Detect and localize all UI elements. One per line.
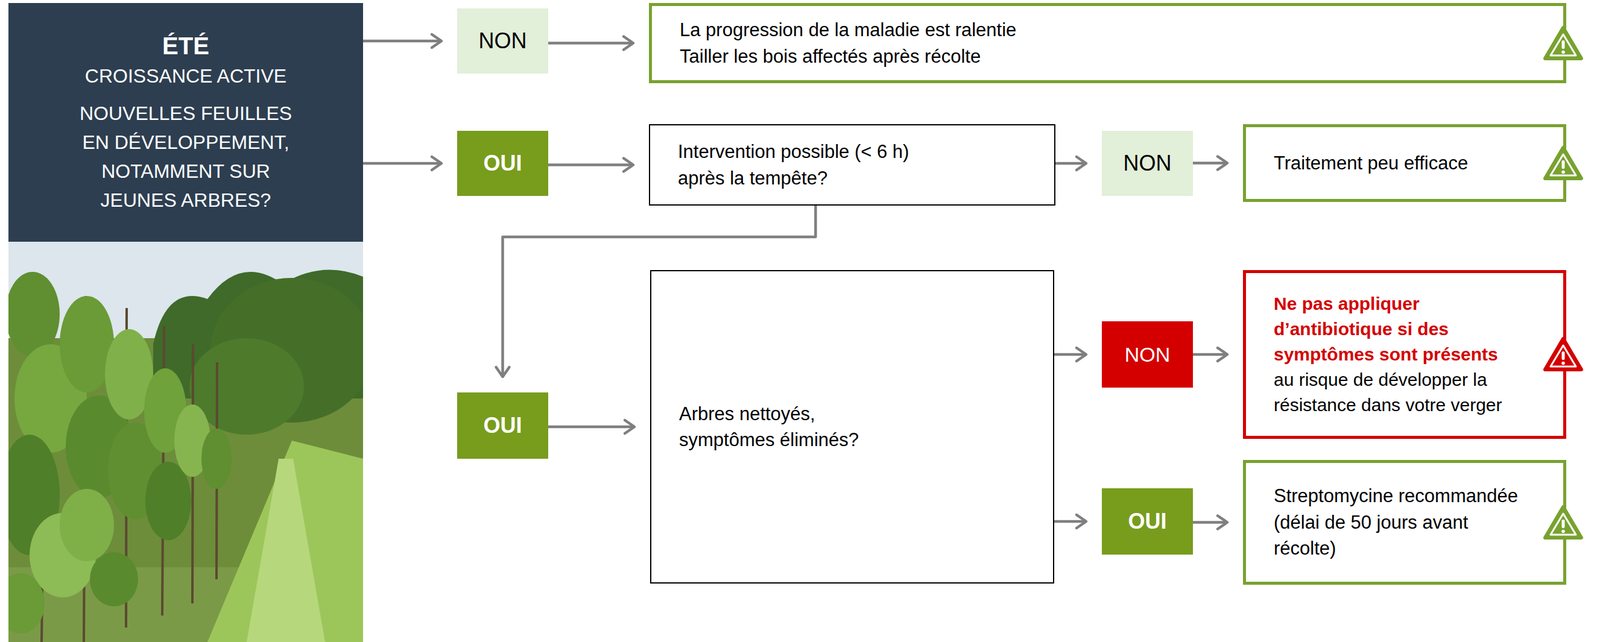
flow-arrow bbox=[363, 39, 442, 43]
alert-box: Ne pas appliquer d’antibiotique si des s… bbox=[1242, 270, 1567, 440]
warning-icon bbox=[1542, 336, 1584, 373]
node-text: Streptomycine recommandée (délai de 50 j… bbox=[1273, 483, 1528, 562]
decision-box: Intervention possible (< 6 h) après la t… bbox=[648, 124, 1056, 206]
text-group: OUI bbox=[1127, 509, 1167, 535]
node-text: OUI bbox=[483, 413, 522, 439]
node-text: OUI bbox=[1127, 509, 1167, 535]
node-text: NOUVELLES FEUILLES EN DÉVELOPPEMENT, NOT… bbox=[71, 98, 301, 215]
node-text: NON bbox=[478, 28, 528, 54]
text-group: Arbres nettoyés, symptômes éliminés? bbox=[679, 401, 897, 454]
flow-arrow bbox=[548, 425, 635, 429]
node-text: OUI bbox=[483, 150, 522, 177]
answer-no: NON bbox=[457, 8, 549, 74]
flow-arrow bbox=[1192, 353, 1228, 357]
photo-background bbox=[8, 241, 364, 642]
text-group: Intervention possible (< 6 h) après la t… bbox=[677, 138, 932, 192]
outcome-box: La progression de la maladie est ralenti… bbox=[648, 3, 1567, 84]
outcome-box: Traitement peu efficace bbox=[1242, 124, 1567, 203]
warning-icon bbox=[1542, 504, 1584, 541]
answer-no: NON bbox=[1101, 130, 1193, 197]
node-text: La progression de la maladie est ralenti… bbox=[679, 16, 1537, 43]
node-text: Arbres nettoyés, symptômes éliminés? bbox=[679, 401, 897, 454]
node-text: NON bbox=[1123, 150, 1172, 177]
orchard-photo bbox=[8, 241, 364, 642]
node-text: Intervention possible (< 6 h) après la t… bbox=[677, 138, 932, 192]
warning-icon bbox=[1542, 25, 1584, 62]
text-group: Traitement peu efficace bbox=[1273, 150, 1537, 177]
answer-yes: OUI bbox=[457, 130, 549, 197]
text-group: NON bbox=[1124, 343, 1171, 367]
flow-arrow bbox=[548, 41, 634, 45]
foliage bbox=[8, 271, 232, 634]
text-group: ÉTÉCROISSANCE ACTIVE NOUVELLES FEUILLES E… bbox=[71, 30, 301, 215]
node-text: Ne pas appliquer d’antibiotique si des s… bbox=[1273, 291, 1537, 368]
text-group: Ne pas appliquer d’antibiotique si des s… bbox=[1273, 291, 1537, 418]
text-group: NON bbox=[478, 28, 528, 54]
text-group: OUI bbox=[483, 413, 522, 439]
answer-yes: OUI bbox=[1101, 488, 1193, 555]
node-text: ÉTÉ bbox=[71, 30, 301, 62]
flow-arrow bbox=[1192, 161, 1228, 165]
flow-arrow bbox=[1054, 520, 1087, 524]
flow-arrow bbox=[363, 162, 442, 166]
flow-arrow bbox=[1055, 162, 1087, 166]
flow-arrow bbox=[1054, 353, 1087, 357]
answer-no-alert: NON bbox=[1101, 321, 1193, 388]
text-group: NON bbox=[1123, 150, 1172, 177]
node-text: Traitement peu efficace bbox=[1273, 150, 1537, 177]
decision-box: Arbres nettoyés, symptômes éliminés? bbox=[650, 270, 1055, 584]
text-group: OUI bbox=[483, 150, 522, 177]
node-text: CROISSANCE ACTIVE bbox=[71, 61, 301, 91]
warning-icon bbox=[1542, 145, 1584, 182]
text-group: La progression de la maladie est ralenti… bbox=[679, 16, 1537, 70]
outcome-box: Streptomycine recommandée (délai de 50 j… bbox=[1242, 460, 1567, 585]
node-text: au risque de développer la résistance da… bbox=[1273, 367, 1537, 418]
answer-yes: OUI bbox=[457, 392, 549, 459]
flow-arrow bbox=[548, 163, 634, 167]
text-group: Streptomycine recommandée (délai de 50 j… bbox=[1273, 483, 1528, 562]
node-text: Tailler les bois affectés après récolte bbox=[679, 43, 1537, 70]
node-text: NON bbox=[1124, 343, 1171, 367]
header-panel: ÉTÉCROISSANCE ACTIVE NOUVELLES FEUILLES E… bbox=[8, 3, 364, 242]
flow-arrow bbox=[1192, 521, 1228, 525]
